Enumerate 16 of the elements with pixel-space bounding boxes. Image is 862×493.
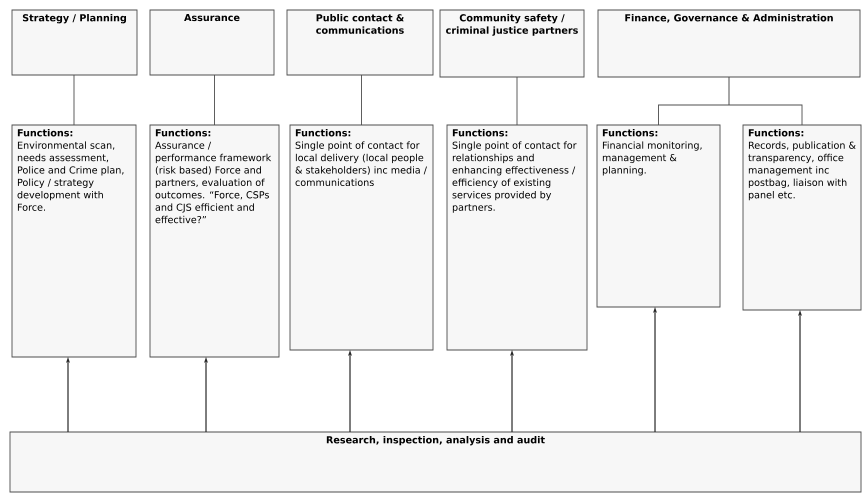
- heading-box: Finance, Governance & Administration: [598, 10, 860, 78]
- function-box: Functions: Records, publication & transparency, office management inc postbag, liaison with panel etc.: [742, 124, 862, 310]
- function-box: Functions: Single point of contact for local delivery (local people & stakeholders) inc media / communications: [290, 124, 434, 350]
- heading-box: Public contact & communications: [286, 10, 434, 76]
- research-box: Research, inspection, analysis and audit: [10, 432, 862, 492]
- function-box: Functions: Financial monitoring, management & planning.: [596, 124, 720, 308]
- connector-line: [728, 76, 802, 126]
- connector-line: [516, 76, 518, 126]
- function-box: Functions: Single point of contact for relationships and enhancing effectiveness / efficiency of existing services provided by partners.: [446, 124, 588, 350]
- function-box: Functions: Environmental scan, needs assessment, Police and Crime plan, Policy / strategy development with Force.: [12, 124, 136, 358]
- connector-line: [361, 74, 362, 126]
- heading-box: Assurance: [150, 10, 274, 76]
- function-box: Functions: Assurance / performance framework (risk based) Force and partners, evaluation of outcomes. “Force, CSPs and CJS efficient and effective?”: [150, 124, 280, 358]
- connector-line: [214, 74, 215, 126]
- heading-box: Strategy / Planning: [12, 10, 138, 76]
- heading-box: Community safety / criminal justice partners: [440, 10, 584, 78]
